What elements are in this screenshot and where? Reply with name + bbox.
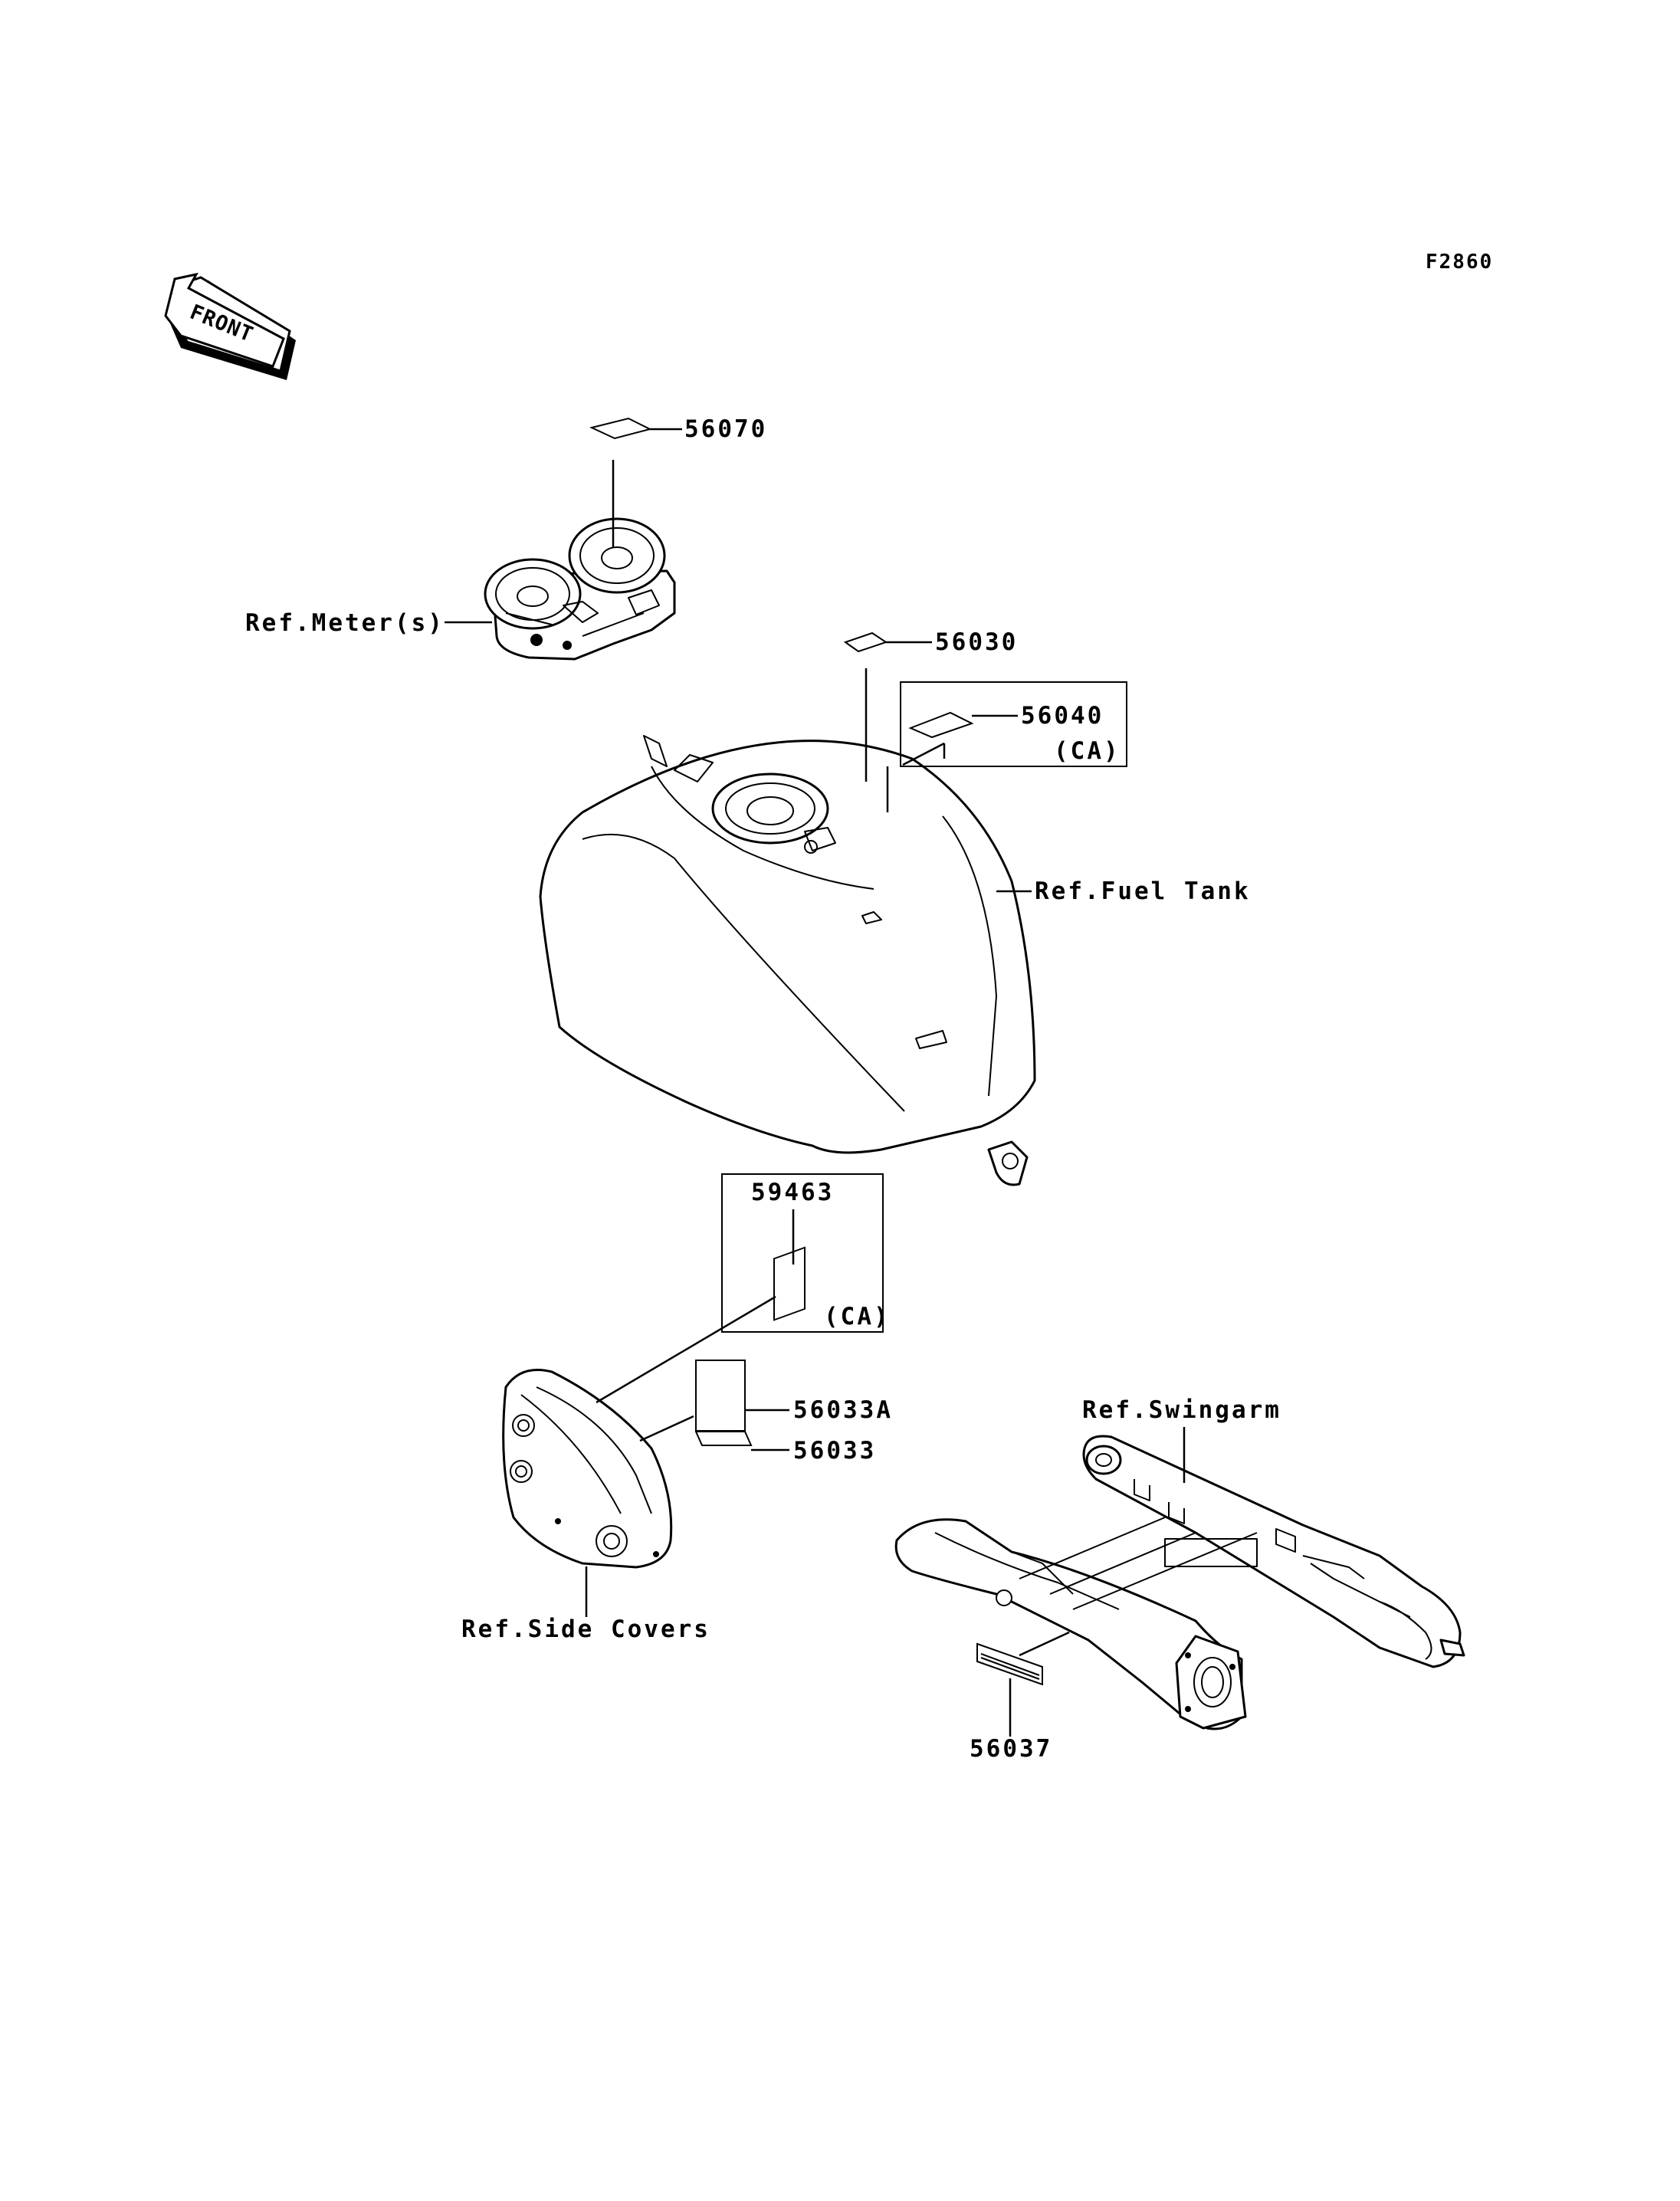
meter-assembly xyxy=(484,517,676,661)
part-56037-label: 56037 xyxy=(970,1735,1052,1763)
front-arrow-icon: FRONT xyxy=(164,272,296,380)
ref-side-covers-label: Ref.Side Covers xyxy=(461,1615,710,1643)
side-cover xyxy=(502,1369,673,1569)
decal-56070 xyxy=(589,417,652,440)
decal-56033a xyxy=(695,1360,746,1432)
part-56033-label: 56033 xyxy=(793,1437,876,1465)
swingarm xyxy=(894,1435,1465,1730)
callout-box-59463 xyxy=(721,1173,884,1333)
part-56040-note: (CA) xyxy=(1054,737,1121,765)
part-56030-label: 56030 xyxy=(935,628,1018,656)
part-56040-label: 56040 xyxy=(1021,702,1104,730)
decal-56030 xyxy=(843,631,888,653)
decal-56033 xyxy=(694,1431,753,1446)
part-59463-note: (CA) xyxy=(824,1303,891,1330)
decal-56040 xyxy=(908,711,974,739)
ref-swingarm-label: Ref.Swingarm xyxy=(1082,1396,1281,1424)
fuel-tank xyxy=(539,735,1036,1186)
ref-fuel-tank-label: Ref.Fuel Tank xyxy=(1035,877,1251,905)
part-59463-label: 59463 xyxy=(751,1179,834,1206)
ref-meters-label: Ref.Meter(s) xyxy=(245,609,445,637)
callout-box-56040 xyxy=(900,681,1127,767)
figure-id: F2860 xyxy=(1426,251,1493,274)
part-56070-label: 56070 xyxy=(684,415,767,443)
part-56033a-label: 56033A xyxy=(793,1396,893,1424)
decal-59463 xyxy=(773,1246,806,1321)
